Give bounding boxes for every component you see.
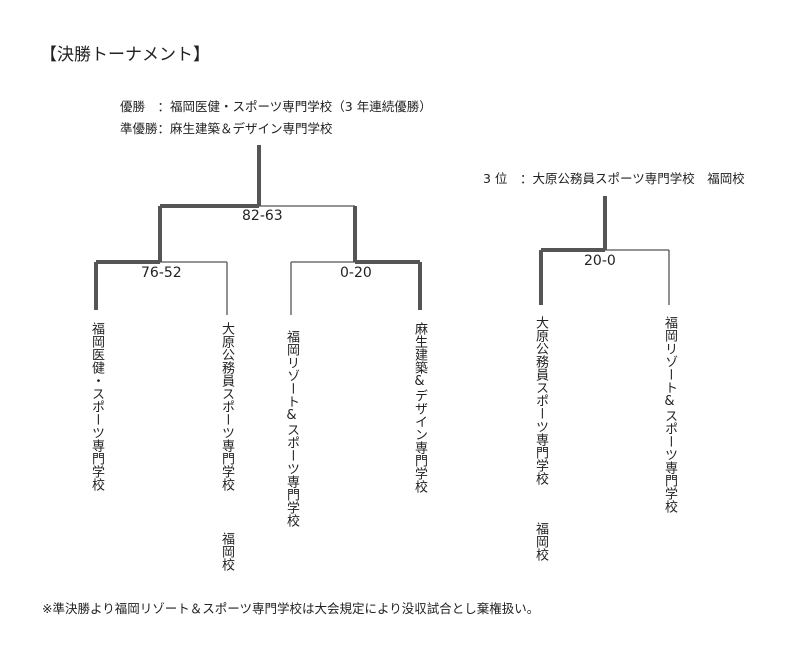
third-label: 3 位 — [483, 171, 508, 186]
score-third-place: 20-0 — [584, 253, 616, 269]
third-place-line: 3 位 ：大原公務員スポーツ専門学校 福岡校 — [483, 168, 745, 187]
champion-name: 福岡医健・スポーツ専門学校（3 年連続優勝） — [170, 99, 432, 114]
champion-label: 優勝 — [120, 99, 146, 114]
team-1-name: 福岡医健・スポーツ専門学校 — [89, 322, 104, 491]
team-5-campus: 福岡校 — [533, 522, 548, 561]
team-4-name: 麻生建築&デザイン専門学校 — [412, 322, 427, 493]
third-colon: ： — [507, 171, 533, 186]
third-name: 大原公務員スポーツ専門学校 福岡校 — [532, 171, 745, 186]
champion-line: 優勝 ：福岡医健・スポーツ専門学校（3 年連続優勝） — [120, 96, 432, 115]
runner-up-name: 麻生建築＆デザイン専門学校 — [170, 121, 333, 136]
runner-up-label: 準優勝 — [120, 121, 158, 136]
team-2-name: 大原公務員スポーツ専門学校 — [219, 322, 234, 491]
footnote: ※準決勝より福岡リゾート＆スポーツ専門学校は大会規定により没収試合とし棄権扱い。 — [42, 601, 540, 616]
champion-colon: ： — [145, 99, 171, 114]
team-3-name: 福岡リゾート&スポーツ専門学校 — [284, 330, 299, 527]
score-semi-left: 76-52 — [141, 265, 182, 281]
runner-up-line: 準優勝：麻生建築＆デザイン専門学校 — [120, 118, 333, 137]
runner-up-colon: ： — [157, 121, 171, 136]
score-final: 82-63 — [242, 208, 283, 224]
score-semi-right: 0-20 — [340, 265, 372, 281]
team-5-name: 大原公務員スポーツ専門学校 — [533, 316, 548, 485]
page-title: 【決勝トーナメント】 — [40, 45, 210, 65]
team-2-campus: 福岡校 — [219, 532, 234, 571]
team-6-name: 福岡リゾート&スポーツ専門学校 — [662, 316, 677, 513]
